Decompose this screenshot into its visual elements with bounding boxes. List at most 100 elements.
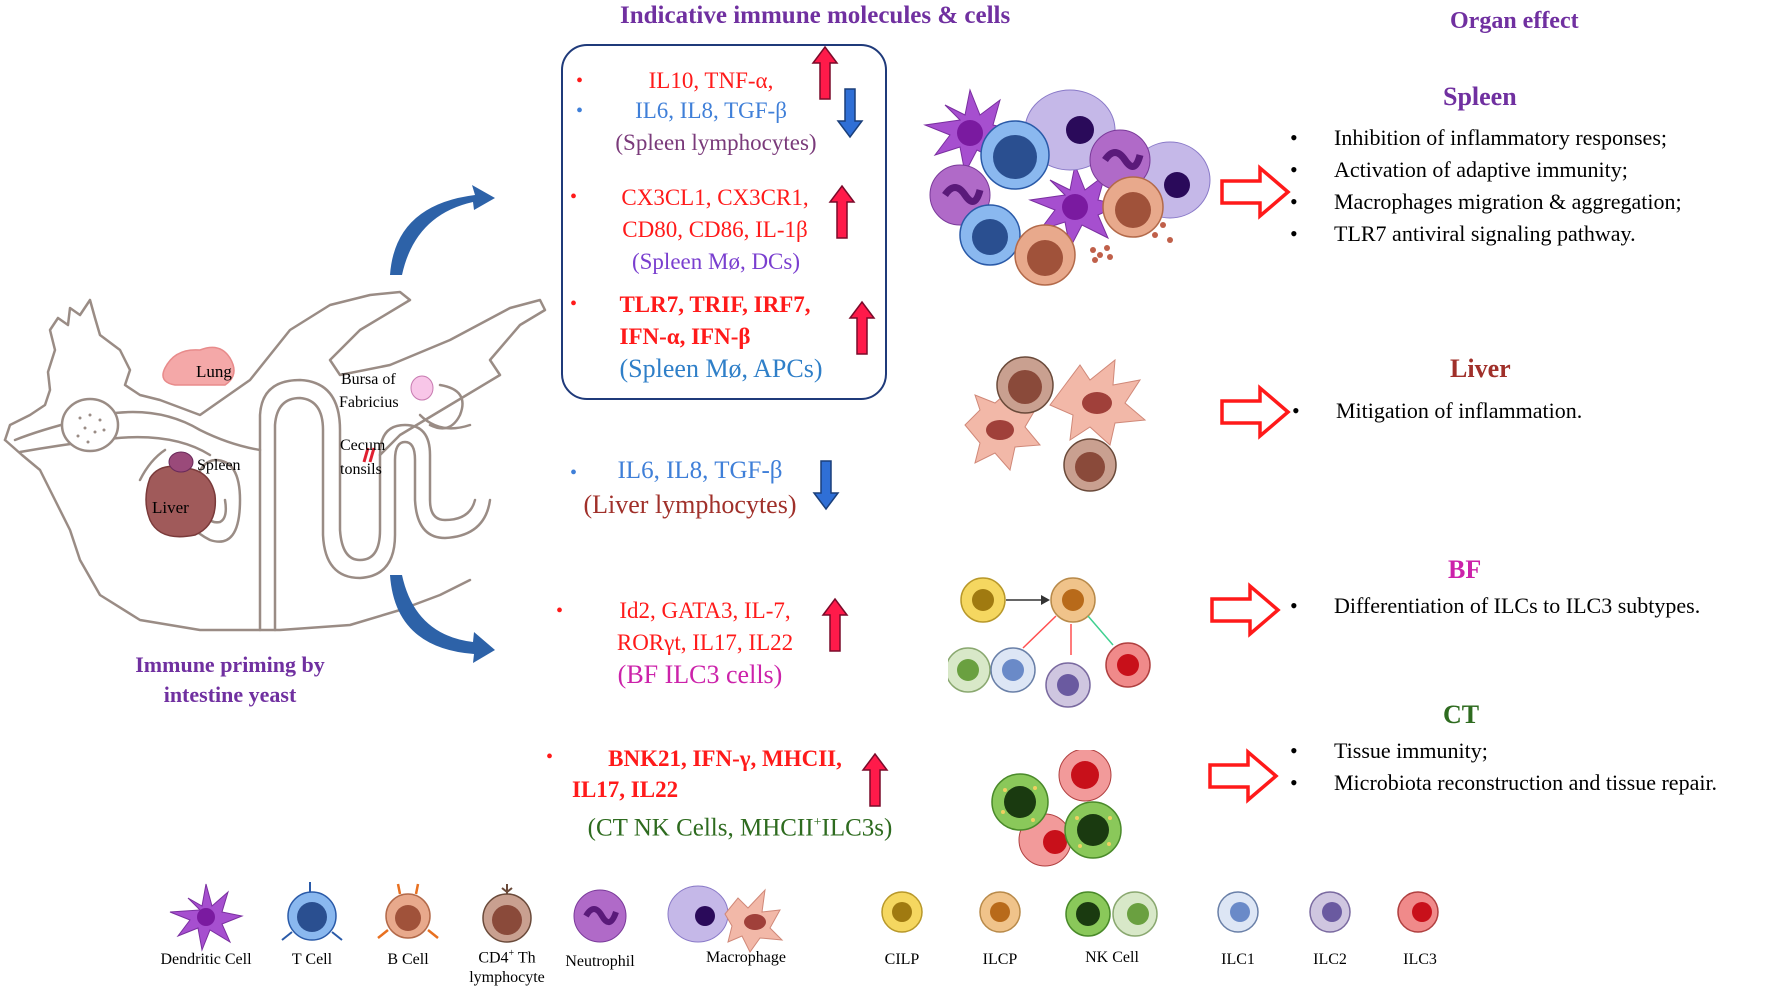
liver-cell-cluster <box>964 356 1147 492</box>
bullet-dot: • <box>570 186 578 208</box>
spleen-mdc-line-2: CD80, CD86, IL-1β <box>622 217 808 242</box>
liver-effect-title: Liver <box>1450 354 1511 383</box>
legend-dendritic-label: Dendritic Cell <box>160 951 252 968</box>
bf-mol-line-2: RORγt, IL17, IL22 <box>616 630 794 655</box>
cilp-cell-icon <box>881 891 923 933</box>
legend-ilc1-label: ILC1 <box>1221 951 1255 968</box>
ilc2-cell-icon <box>1309 891 1351 933</box>
spleen-mdc-cells: (Spleen Mø, DCs) <box>631 249 801 274</box>
gizzard-shape <box>60 397 120 453</box>
liver-effect-list: Mitigation of inflammation. <box>1292 395 1582 427</box>
legend-icons <box>169 882 1439 953</box>
effect-item: Activation of adaptive immunity; <box>1290 154 1682 186</box>
effect-item: Inhibition of inflammatory responses; <box>1290 122 1682 154</box>
bursa-organ <box>410 375 434 401</box>
bf-mol-cells: (BF ILC3 cells) <box>617 660 783 689</box>
ct-cells-post: ILC3s) <box>821 814 893 842</box>
spleen-organ <box>168 451 194 473</box>
bullet-dot: • <box>546 746 554 768</box>
legend-cd4-line-2: lymphocyte <box>469 969 545 987</box>
spleen-effect-list: Inhibition of inflammatory responses; Ac… <box>1290 122 1682 250</box>
bf-ilc-differentiation <box>948 577 1151 708</box>
bf-effect-list: Differentiation of ILCs to ILC3 subtypes… <box>1290 590 1700 622</box>
ilcp-cell-icon <box>979 891 1021 933</box>
legend-ilc3-label: ILC3 <box>1403 951 1437 968</box>
bullet-dot: • <box>556 600 564 622</box>
bursa-label-line-2: Fabricius <box>339 394 399 411</box>
liver-mol-line-1: IL6, IL8, TGF-β <box>617 457 783 484</box>
ct-cells-sup: + <box>813 815 822 830</box>
ilc3-cell-icon <box>1397 891 1439 933</box>
spleen-label: Spleen <box>197 457 241 474</box>
ct-mol-line-1: BNK21, IFN-γ, MHCII, <box>608 746 842 771</box>
effect-arrow-icon <box>1220 166 1290 218</box>
cd4-sup: + <box>508 948 515 959</box>
spleen-apc-line-2: IFN-α, IFN-β <box>619 324 751 349</box>
bullet-dot: • <box>576 100 584 122</box>
bullet-dot: • <box>576 70 584 92</box>
bf-effect-title: BF <box>1448 555 1482 584</box>
organ-effect-header: Organ effect <box>1450 8 1579 34</box>
legend-tcell-label: T Cell <box>291 951 333 968</box>
effect-item: Tissue immunity; <box>1290 735 1760 767</box>
spleen-apc-line-1: TLR7, TRIF, IRF7, <box>619 292 811 317</box>
effect-arrow-icon <box>1208 750 1278 802</box>
legend-neutrophil-label: Neutrophil <box>565 953 635 970</box>
legend-cilp-label: CILP <box>884 951 920 968</box>
nk-cell-icon <box>1065 891 1158 937</box>
ct-cell-cluster <box>991 750 1122 867</box>
spleen-lymph-up-text: IL10, TNF-α, <box>648 68 774 93</box>
effect-item: TLR7 antiviral signaling pathway. <box>1290 218 1682 250</box>
legend-ilc2-label: ILC2 <box>1313 951 1347 968</box>
effect-arrow-icon <box>1220 386 1290 438</box>
effect-item: Mitigation of inflammation. <box>1292 395 1582 427</box>
legend-bcell-label: B Cell <box>387 951 429 968</box>
legend-cd4-line-1: CD4+ Th <box>437 944 577 968</box>
spleen-lymph-cells: (Spleen lymphocytes) <box>615 130 817 155</box>
spleen-effect-title: Spleen <box>1443 82 1517 111</box>
cd4-th-cell-icon <box>482 884 532 943</box>
dendritic-cell-icon <box>169 883 244 952</box>
ct-effect-list: Tissue immunity; Microbiota reconstructi… <box>1290 735 1760 799</box>
ct-mol-line-2: IL17, IL22 <box>572 777 679 802</box>
priming-line-1: Immune priming by <box>135 652 325 677</box>
priming-line-2: intestine yeast <box>163 682 297 707</box>
spleen-cell-cluster <box>923 88 1211 286</box>
lung-organ <box>162 346 235 386</box>
molecules-header: Indicative immune molecules & cells <box>620 2 1011 29</box>
lung-label: Lung <box>196 362 232 381</box>
effect-arrow-icon <box>1210 584 1280 636</box>
bullet-dot: • <box>570 293 578 315</box>
effect-item: Differentiation of ILCs to ILC3 subtypes… <box>1290 590 1700 622</box>
bursa-label-line-1: Bursa of <box>341 371 396 388</box>
legend-nk-label: NK Cell <box>1085 949 1139 966</box>
legend-macrophage-label: Macrophage <box>706 949 786 966</box>
cecum-label-line-2: tonsils <box>340 461 382 478</box>
b-cell-icon <box>377 883 439 939</box>
spleen-molecule-box <box>561 44 887 400</box>
t-cell-icon <box>281 882 343 941</box>
bullet-dot: • <box>570 462 578 484</box>
chicken-anatomy-illustration: Lung Bursa of Fabricius Cecum tonsils Sp… <box>3 290 547 632</box>
cd4-text: CD4 <box>478 949 509 967</box>
legend-ilcp-label: ILCP <box>982 951 1018 968</box>
curved-arrow-upper <box>390 185 495 275</box>
priming-caption: Immune priming by intestine yeast <box>100 650 360 710</box>
spleen-mdc-line-1: CX3CL1, CX3CR1, <box>621 185 809 210</box>
macrophage-icon <box>667 885 784 953</box>
neutrophil-icon <box>573 889 627 943</box>
cd4-th-text: Th <box>514 949 536 967</box>
effect-item: Microbiota reconstruction and tissue rep… <box>1290 767 1760 799</box>
liver-mol-cells: (Liver lymphocytes) <box>583 490 797 519</box>
cecal-tonsils-organ <box>362 447 376 463</box>
cecum-label-line-1: Cecum <box>340 437 386 454</box>
ilc1-cell-icon <box>1217 891 1259 933</box>
liver-label: Liver <box>152 498 189 517</box>
ct-cells-pre: (CT NK Cells, MHCII <box>587 814 814 842</box>
effect-item: Macrophages migration & aggregation; <box>1290 186 1682 218</box>
legend-cd4-label: CD4+ Th lymphocyte <box>437 944 577 988</box>
spleen-lymph-down-text: IL6, IL8, TGF-β <box>635 98 787 123</box>
ct-mol-cells: (CT NK Cells, MHCII+ILC3s) <box>550 808 930 843</box>
bf-mol-line-1: Id2, GATA3, IL-7, <box>619 598 791 623</box>
spleen-apc-cells: (Spleen Mø, APCs) <box>619 354 823 383</box>
